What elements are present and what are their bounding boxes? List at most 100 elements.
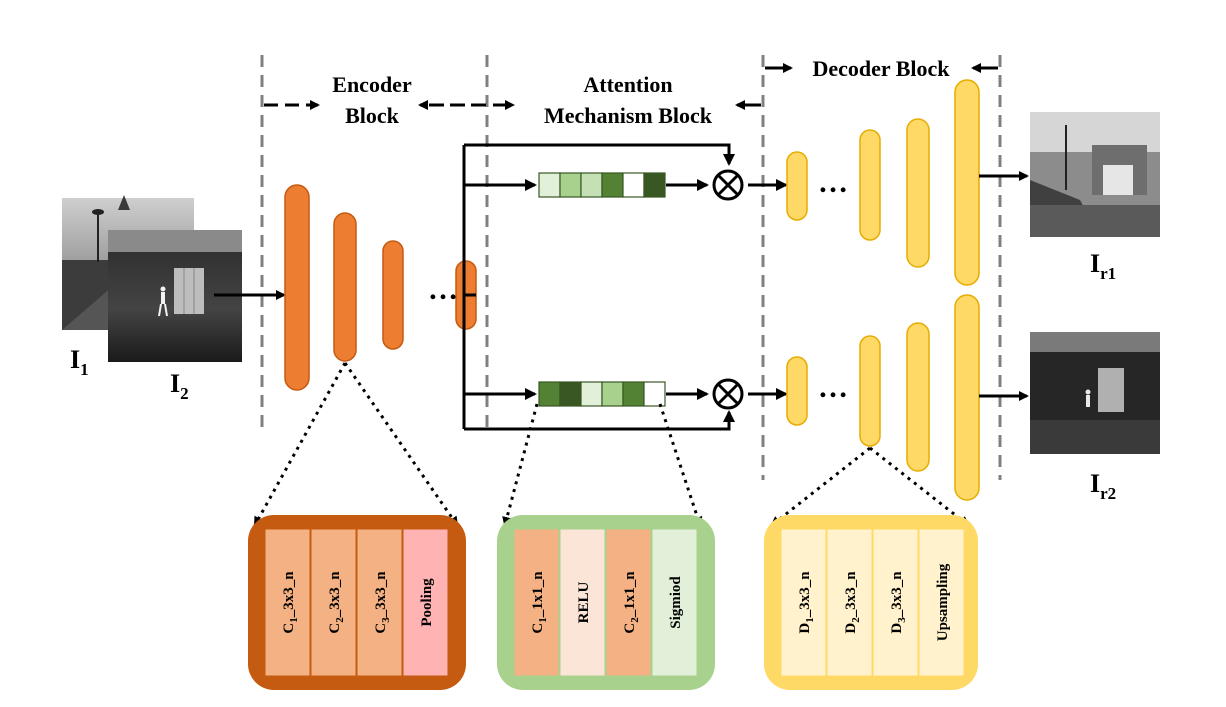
attention-vector-bottom-cell-3 — [580, 381, 603, 407]
label-rest: _3x3_n — [889, 571, 905, 619]
decoder-bottom-layer-4 — [954, 294, 980, 501]
label-rest: _3x3_n — [843, 571, 859, 619]
attention-vector-top-cell-4 — [601, 172, 624, 198]
label-base: Pooling — [419, 578, 435, 627]
attention-detail-cell-1 — [513, 528, 560, 677]
label-base: C — [622, 623, 638, 634]
encoder-header-line2: Block — [345, 103, 400, 128]
label-rest: _3x3_n — [281, 571, 297, 619]
label-sub: 2 — [850, 617, 862, 623]
decoder-top-ellipsis: … — [818, 166, 848, 199]
encoder-detail-cell-2 — [310, 528, 357, 677]
decoder-top-layer-4 — [954, 79, 980, 286]
attention-vector-bottom-cell-2 — [559, 381, 582, 407]
label-base: Sigmiod — [668, 576, 684, 629]
encoder-layer-2 — [333, 212, 357, 362]
attention-detail-cell-2 — [559, 528, 606, 677]
attention-vector-top — [538, 172, 666, 198]
attention-detail-label-2: RELU — [576, 582, 592, 624]
decoder-blocks-top — [786, 79, 980, 286]
encoder-detail-label-1: C1_3x3_n — [281, 571, 300, 634]
encoder-detail-cell-1 — [264, 528, 311, 677]
attention-header-line2: Mechanism Block — [544, 103, 713, 128]
label-sub: 1 — [537, 617, 549, 623]
decoder-bottom-layer-2 — [859, 335, 881, 447]
encoder-layer-3 — [382, 240, 404, 350]
attention-detail-label-1: C1_1x1_n — [530, 571, 549, 634]
label-sub: 1 — [288, 617, 300, 623]
section-dividers — [260, 55, 1002, 480]
label-base: D — [797, 623, 813, 634]
label-sub: 2 — [334, 617, 346, 623]
attention-detail-label-4: Sigmiod — [668, 576, 684, 629]
decoder-top-layer-3 — [906, 118, 930, 268]
label-base: D — [843, 623, 859, 634]
label-sub: 2 — [629, 617, 641, 623]
input-label-i2: I2 — [170, 369, 189, 403]
decoder-bottom-ellipsis: … — [818, 371, 848, 404]
label-sub: 3 — [896, 617, 908, 623]
expansion-lines — [253, 362, 970, 527]
label-base: Upsampling — [935, 563, 951, 641]
attention-vector-bottom-cell-4 — [601, 381, 624, 407]
decoder-blocks-bottom — [786, 294, 980, 501]
label-rest: _1x1_n — [530, 571, 546, 619]
decoder-top-layer-1 — [786, 151, 808, 221]
decoder-detail-cell-3 — [872, 528, 919, 677]
attention-vector-bottom-cell-5 — [622, 381, 645, 407]
decoder-detail-label-4: Upsampling — [935, 563, 951, 641]
multiply-node-bottom — [712, 378, 744, 410]
input-label-i1: I1 — [70, 345, 89, 379]
attention-vector-bottom — [538, 381, 666, 407]
attention-vector-bottom-cell-1 — [538, 381, 561, 407]
decoder-top-layer-2 — [859, 129, 881, 241]
output-image-ir2 — [1030, 332, 1160, 454]
decoder-bottom-layer-1 — [786, 356, 808, 426]
label-base: RELU — [576, 582, 592, 624]
attention-header-line1: Attention — [583, 72, 672, 97]
encoder-ellipsis: … — [428, 273, 458, 306]
label-rest: _1x1_n — [622, 571, 638, 619]
label-base: C — [281, 623, 297, 634]
decoder-detail-cell-2 — [826, 528, 873, 677]
label-base: D — [889, 623, 905, 634]
input-image-i2 — [108, 230, 242, 362]
label-base: C — [373, 623, 389, 634]
attention-connections — [462, 143, 788, 431]
label-base: C — [530, 623, 546, 634]
label-rest: _3x3_n — [327, 571, 343, 619]
multiply-node-top — [712, 169, 744, 201]
decoder-detail-label-3: D3_3x3_n — [889, 571, 908, 634]
encoder-detail-label-4: Pooling — [419, 578, 435, 627]
label-sub: 1 — [804, 617, 816, 623]
encoder-blocks — [284, 184, 477, 391]
encoder-header-line1: Encoder — [332, 72, 412, 97]
encoder-detail-label-2: C2_3x3_n — [327, 571, 346, 634]
attention-detail-label-3: C2_1x1_n — [622, 571, 641, 634]
label-rest: _3x3_n — [797, 571, 813, 619]
attention-detail-cell-3 — [605, 528, 652, 677]
output-label-ir1: Ir1 — [1090, 249, 1116, 283]
encoder-detail-label-3: C3_3x3_n — [373, 571, 392, 634]
attention-vector-top-cell-5 — [622, 172, 645, 198]
attention-vector-top-cell-2 — [559, 172, 582, 198]
header-arrows — [264, 63, 998, 110]
decoder-bottom-layer-3 — [906, 322, 930, 472]
attention-vector-top-cell-3 — [580, 172, 603, 198]
decoder-detail-cell-4 — [918, 528, 965, 677]
output-image-ir1 — [1030, 112, 1160, 237]
encoder-detail-cell-3 — [356, 528, 403, 677]
output-label-ir2: Ir2 — [1090, 469, 1116, 503]
attention-vector-bottom-cell-6 — [643, 381, 666, 407]
decoder-detail-cell-1 — [780, 528, 827, 677]
decoder-detail-label-1: D1_3x3_n — [797, 571, 816, 634]
decoder-header: Decoder Block — [812, 56, 950, 81]
encoder-detail-cell-4 — [402, 528, 449, 677]
attention-detail-cell-4 — [651, 528, 698, 677]
label-sub: 3 — [380, 617, 392, 623]
label-rest: _3x3_n — [373, 571, 389, 619]
decoder-detail-label-2: D2_3x3_n — [843, 571, 862, 634]
